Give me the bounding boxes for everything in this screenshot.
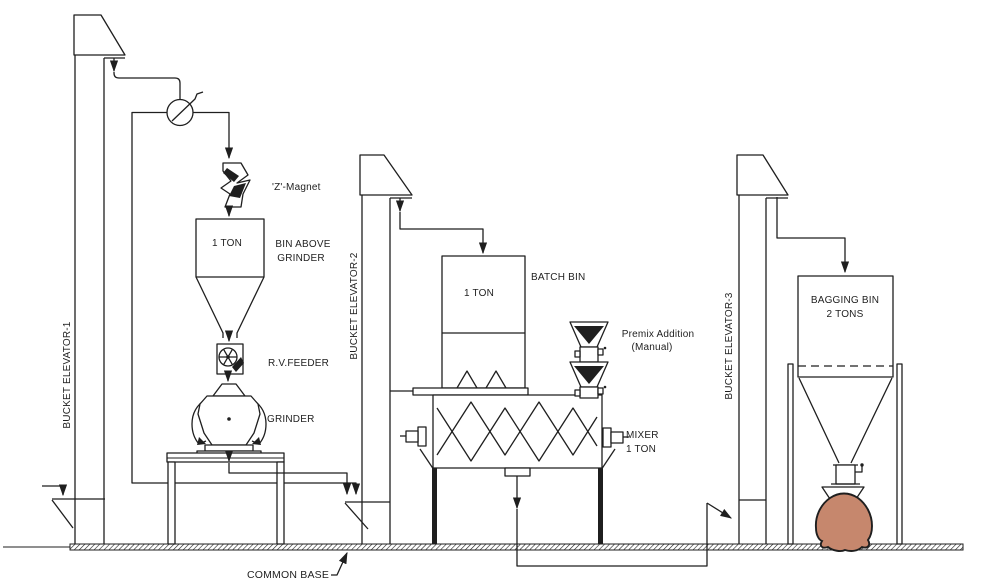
bucket-elevator-2: BUCKET ELEVATOR-2 — [344, 154, 413, 544]
bagging-bin-label-1: BAGGING BIN — [811, 295, 879, 306]
grinder-left-wing — [191, 398, 207, 445]
bucket-elevator-1: BUCKET ELEVATOR-1 — [42, 14, 126, 544]
bagging-bin-label-2: 2 TONS — [827, 309, 864, 320]
stand-right-leg — [276, 461, 285, 545]
elevator-2-boot-chute — [344, 501, 390, 530]
premix-addition: Premix Addition (Manual) — [569, 321, 694, 399]
z-magnet-chute — [220, 162, 251, 208]
bin-above-grinder-label-1: BIN ABOVE — [275, 239, 330, 250]
z-magnet-plate-upper — [223, 168, 239, 182]
bucket-elevator-3-label: BUCKET ELEVATOR-3 — [724, 292, 735, 399]
intake-feed-arrow — [42, 484, 68, 497]
mixer-right-leg — [598, 468, 603, 544]
common-base-label: COMMON BASE — [247, 569, 329, 581]
stand-left-leg — [167, 461, 176, 545]
bucket-elevator-1-label: BUCKET ELEVATOR-1 — [62, 321, 73, 428]
mixer: MIXER 1 TON — [400, 394, 659, 544]
elevator-2-discharge-line — [395, 198, 488, 255]
premix-hopper-upper — [569, 321, 609, 363]
grinder-label: GRINDER — [267, 414, 315, 425]
batch-bin-capacity: 1 TON — [464, 288, 494, 299]
mixer-right-bearing — [602, 427, 629, 448]
grinder-left-wing-tip — [197, 437, 206, 445]
mixer-left-brace — [419, 448, 435, 471]
mixer-label-1: MIXER — [626, 430, 659, 441]
bin-above-grinder: 1 TON BIN ABOVE GRINDER — [195, 218, 331, 343]
bagging-bin-cone — [798, 377, 893, 464]
elevator-3-head — [736, 154, 789, 196]
grinder-stand — [166, 452, 285, 545]
grinder: GRINDER — [191, 383, 315, 459]
common-base-leader-arrow — [331, 551, 348, 576]
feeder-discharge-wedge — [232, 357, 244, 372]
mixer-discharge-box — [504, 467, 531, 477]
bin-body — [195, 218, 265, 278]
z-magnet: 'Z'-Magnet — [220, 162, 321, 218]
intake-slope — [51, 499, 74, 529]
mixer-left-bearing — [400, 426, 427, 447]
boot-chute-slope — [344, 502, 369, 530]
common-base: COMMON BASE — [3, 543, 964, 581]
elevator-3-feed-arrow — [706, 502, 732, 519]
feeder-hub — [226, 355, 230, 359]
elevator-3-discharge-route — [776, 197, 850, 274]
grinder-shaft-dot — [227, 417, 231, 421]
grinder-inlet — [212, 383, 246, 397]
valve-to-zmagnet-line — [193, 111, 234, 160]
z-magnet-label: 'Z'-Magnet — [272, 182, 321, 193]
bagging-right-post — [896, 363, 903, 545]
filled-bag — [814, 492, 873, 552]
bin-above-grinder-label-2: GRINDER — [277, 253, 325, 264]
mixer-label-2: 1 TON — [626, 444, 656, 455]
grinder-discharge-route — [228, 463, 352, 496]
batch-bin: 1 TON BATCH BIN — [390, 255, 585, 396]
mixer-ribbon-zigzag-2 — [436, 407, 598, 462]
mixer-ribbon-zigzag-1 — [436, 401, 598, 456]
premix-label-2: (Manual) — [631, 342, 672, 353]
diverter-valve-icon — [166, 91, 204, 127]
premix-hopper-lower — [569, 361, 609, 399]
bypass-line — [131, 111, 361, 496]
valve-flap-handle — [171, 91, 204, 122]
batch-bin-label: BATCH BIN — [531, 272, 585, 283]
batch-bin-plate — [412, 387, 529, 396]
elevator-1-discharge-line — [109, 58, 181, 99]
z-magnet-plate-lower — [229, 183, 246, 198]
bucket-elevator-3: BUCKET ELEVATOR-3 — [724, 154, 789, 544]
elevator-1-intake-chute — [42, 484, 105, 529]
bagging-spout — [831, 463, 864, 485]
bin-above-grinder-capacity: 1 TON — [212, 238, 242, 249]
batch-bin-body — [441, 255, 526, 389]
discharge-route — [399, 212, 488, 255]
bagging-left-post — [787, 363, 794, 545]
mixer-shell — [432, 394, 603, 469]
mixer-right-brace — [600, 448, 616, 471]
premix-label-1: Premix Addition — [622, 329, 694, 340]
bucket-elevator-2-label: BUCKET ELEVATOR-2 — [349, 252, 360, 359]
grinder-right-wing — [251, 398, 267, 445]
grinder-right-wing-tip — [252, 437, 261, 445]
rv-feeder: R.V.FEEDER — [216, 343, 329, 383]
mixer-left-leg — [432, 468, 437, 544]
underfloor-route — [516, 503, 708, 567]
bagging-bin-body — [797, 275, 894, 378]
discharge-route — [113, 72, 181, 99]
bin-cone — [195, 276, 265, 338]
mixer-discharge-line — [512, 476, 732, 567]
grinder-discharge-line — [224, 450, 352, 496]
rv-feeder-label: R.V.FEEDER — [268, 358, 329, 369]
grinder-base-upper — [204, 444, 254, 452]
bagging-section: BAGGING BIN 2 TONS — [787, 275, 903, 552]
elevator-1-head — [73, 14, 126, 56]
elevator-2-head — [359, 154, 413, 196]
